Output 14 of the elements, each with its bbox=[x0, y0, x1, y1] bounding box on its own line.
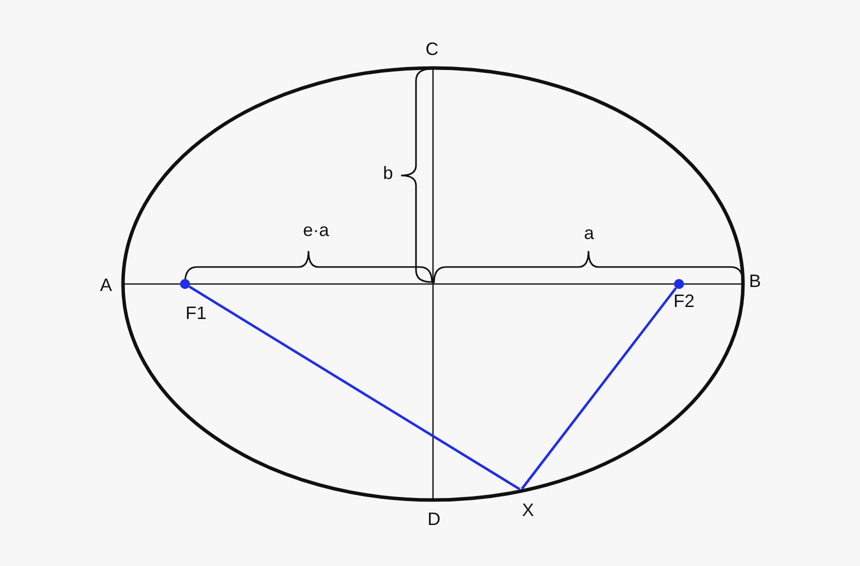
focus-point bbox=[180, 279, 190, 289]
axis-label: e·a bbox=[303, 221, 329, 239]
point-label: F2 bbox=[674, 292, 694, 310]
connector-line bbox=[520, 287, 677, 490]
axis-label: D bbox=[428, 510, 440, 528]
focus-point bbox=[674, 279, 684, 289]
axis-label: b bbox=[383, 164, 393, 182]
connector-line bbox=[188, 286, 520, 490]
point-label: X bbox=[522, 501, 534, 519]
axis-label: B bbox=[749, 272, 761, 290]
axis-label: C bbox=[426, 40, 438, 58]
point-label: F1 bbox=[186, 304, 206, 322]
axis-label: A bbox=[100, 276, 112, 294]
axis-label: a bbox=[584, 224, 594, 242]
